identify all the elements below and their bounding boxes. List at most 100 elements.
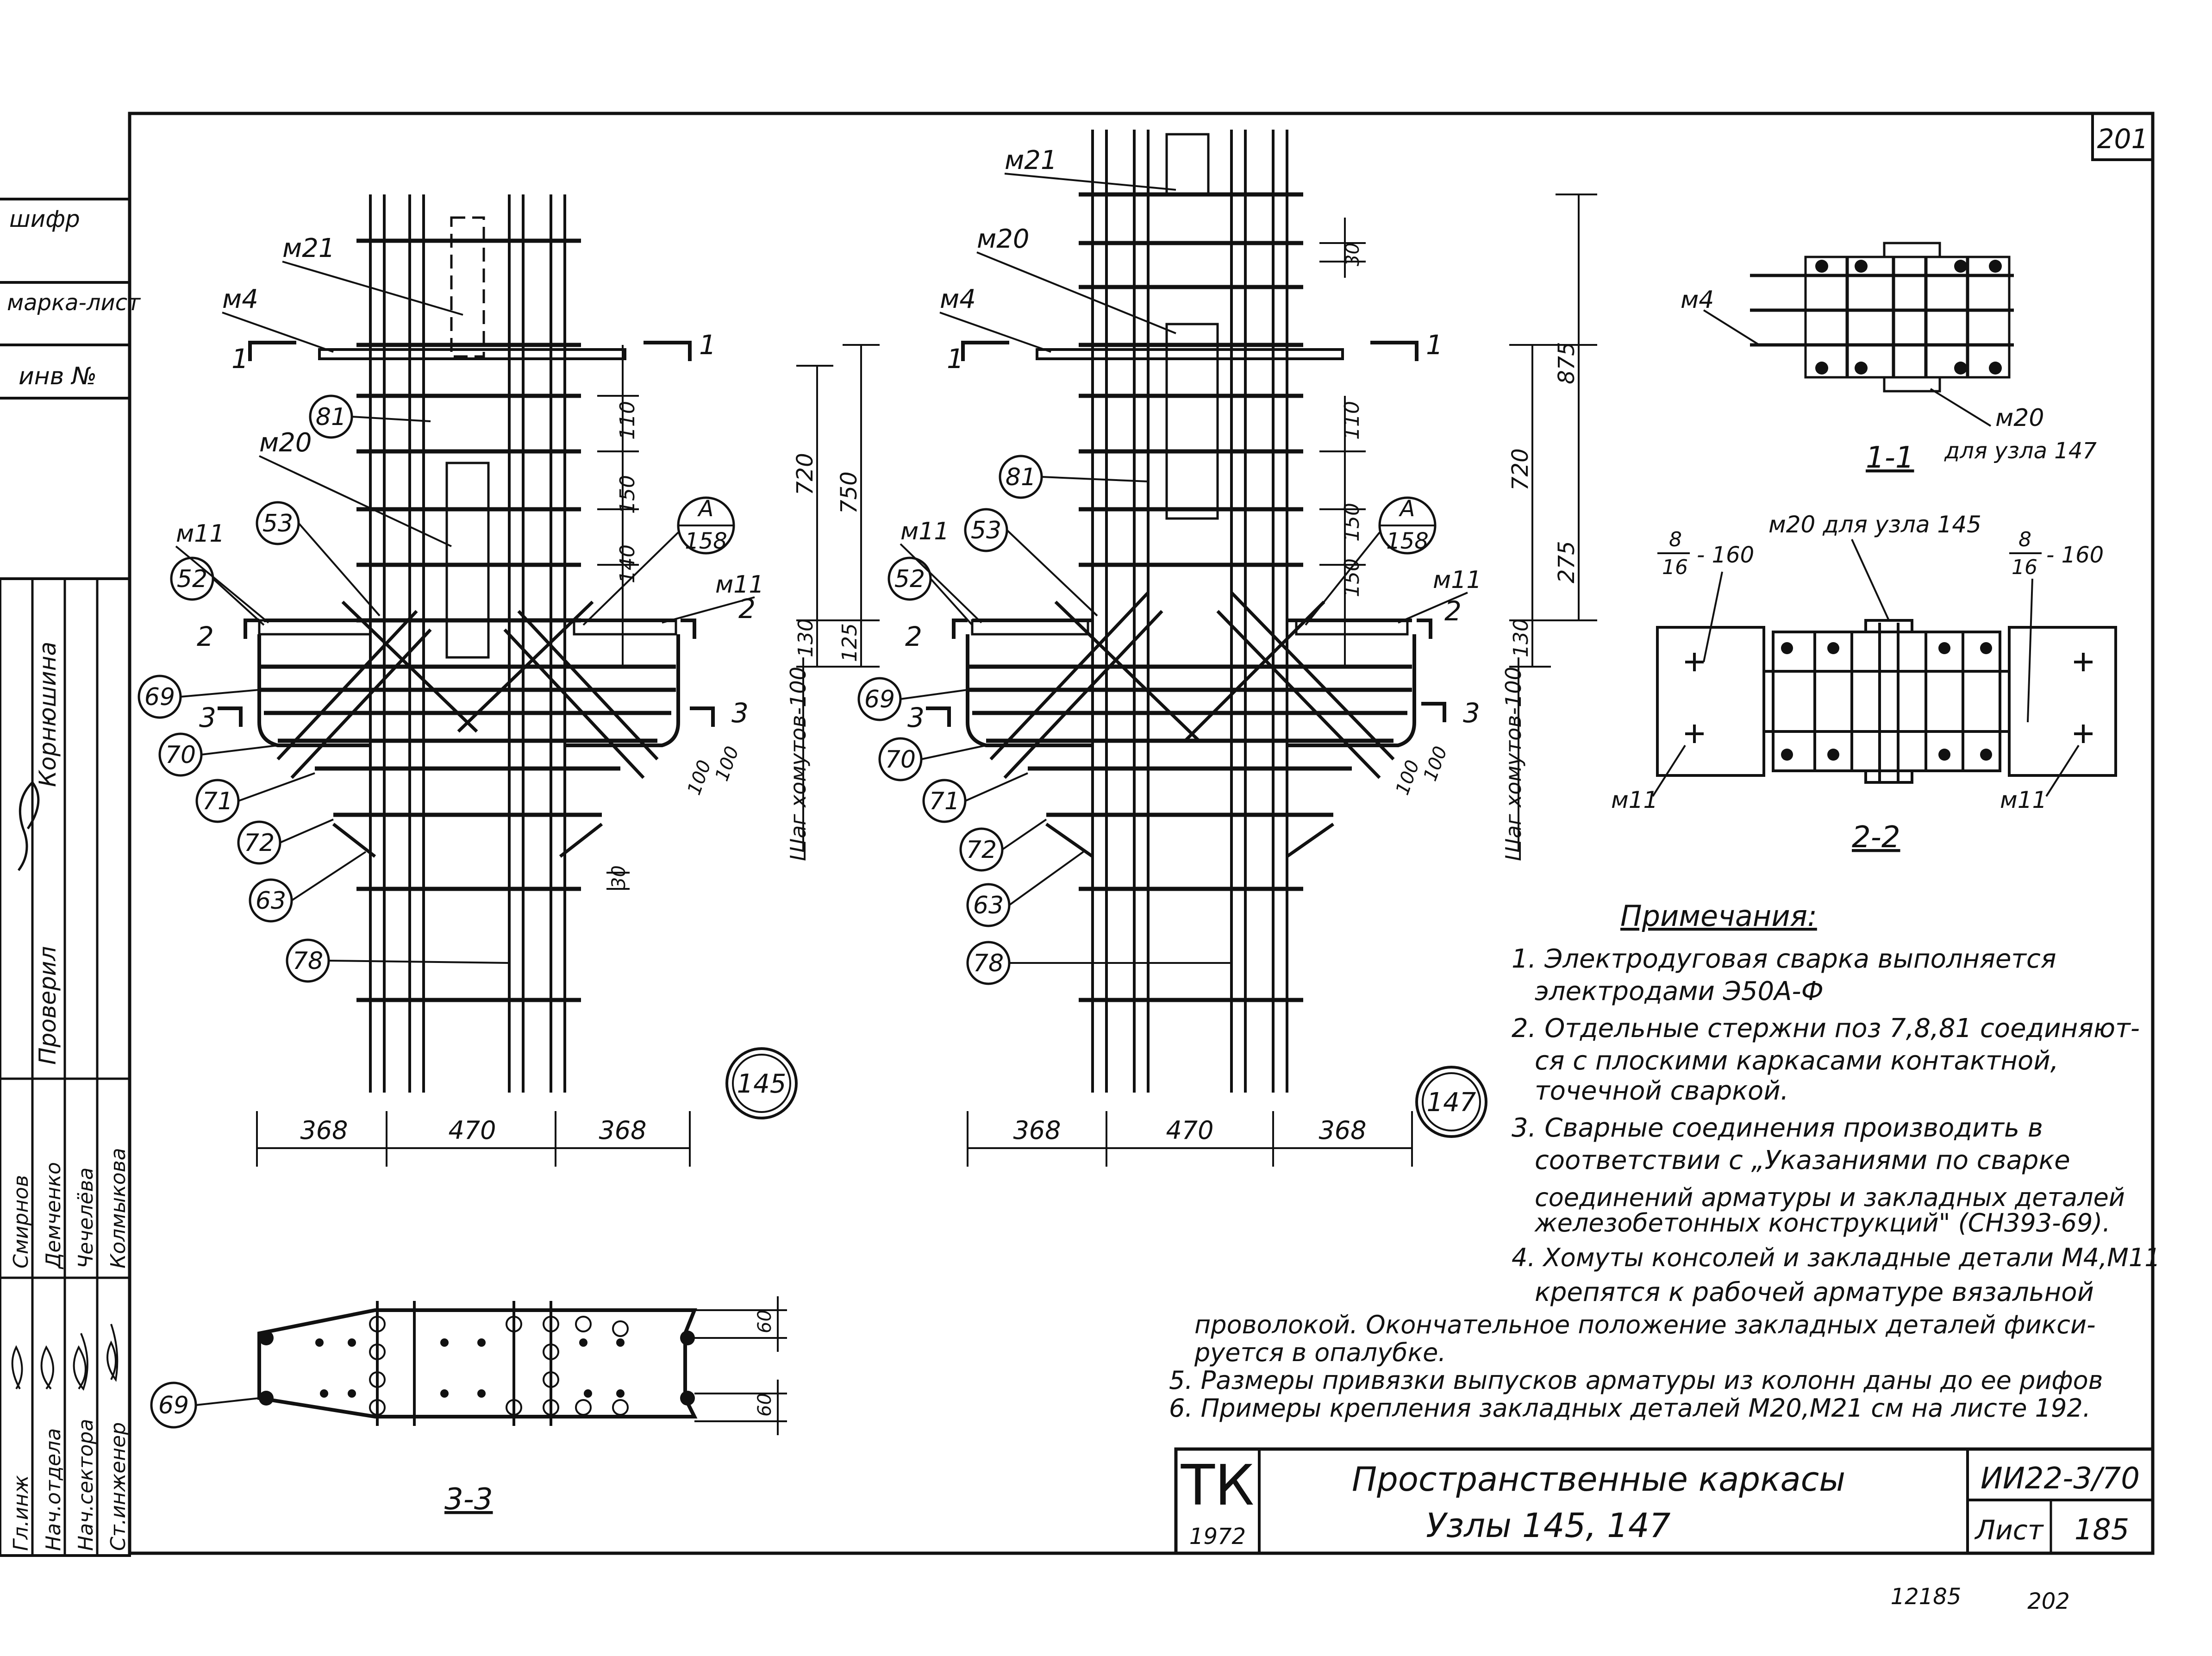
node147-dim-275: 275 [1554, 541, 1580, 583]
node145-number-circle [725, 1047, 798, 1119]
stamp-shifr: шифр [9, 206, 80, 232]
note-line-11: крепятся к рабочей арматуре вязальной [1535, 1277, 2094, 1307]
section-1-1: м4 м20 для узла 147 1-1 [1681, 242, 2097, 475]
node145-embed-m21 [450, 216, 485, 358]
stamp-inv: инв № [19, 362, 97, 390]
sheet-number-top: 201 [2097, 123, 2149, 155]
node145-label-m20: м20 [259, 428, 312, 458]
node147-callout-72: 72 [966, 836, 997, 864]
node147-diagonals [989, 591, 1395, 858]
section-3-3: 60 60 69 3-3 [150, 1296, 787, 1517]
node145-dim-150: 150 [616, 475, 639, 514]
node147-dim-470: 470 [1166, 1116, 1213, 1145]
node145-dim-368-left: 368 [300, 1116, 348, 1145]
node145-label-m4: м4 [222, 284, 258, 314]
node147-callout-78: 78 [973, 950, 1004, 977]
note-line-2: электродами Э50А-Ф [1535, 976, 1824, 1006]
node147-stirrup-note: Шаг хомутов-100 [1501, 667, 1526, 861]
node145-stirrups [259, 238, 676, 1002]
footer-right: 202 [2027, 1588, 2070, 1614]
node145-embed-m20 [445, 462, 490, 659]
section11-title: 1-1 [1866, 441, 1914, 475]
section33-dim-top: 60 [754, 1310, 775, 1333]
section22-left-spec-top: 8 [1669, 528, 1682, 551]
node147-callouts: 81 53 52 69 70 71 72 63 78 [857, 455, 1437, 985]
node145-callout-78: 78 [293, 947, 323, 975]
node147-cut-2-right: 2 [1444, 595, 1462, 627]
node147-embed-m20 [1165, 323, 1219, 520]
stamp-role-2: Нач.сектора [74, 1419, 98, 1551]
stamp-signature-1 [106, 1324, 119, 1382]
note-line-6: 3. Сварные соединения производить в [1512, 1113, 2043, 1143]
section11-label-m4: м4 [1681, 286, 1714, 314]
stamp-signature-checked [17, 781, 40, 871]
section33-title: 3-3 [444, 1482, 493, 1517]
note-line-15: 6. Примеры крепления закладных деталей М… [1169, 1394, 2091, 1423]
section22-right-spec-step: - 160 [2046, 542, 2104, 568]
node145-callout-71: 71 [202, 787, 233, 815]
section33-callout-69: 69 [158, 1392, 189, 1419]
node147-label-m21: м21 [1005, 145, 1057, 175]
stamp-name-3: Демченко [42, 1162, 65, 1269]
note-line-13: руется в опалубке. [1194, 1338, 1446, 1367]
node145-callout-72: 72 [244, 829, 275, 857]
node147-plate-m4 [1036, 348, 1344, 360]
note-line-10: 4. Хомуты консолей и закладные детали М4… [1512, 1243, 2161, 1272]
node145-plate-m4 [318, 348, 626, 360]
node145-number: 145 [737, 1069, 787, 1099]
node147-console-left [966, 619, 1093, 747]
node147-callout-A-sheet: 158 [1386, 528, 1429, 554]
node147-cut-1-right: 1 [1426, 329, 1443, 361]
node145-dim-368-right: 368 [599, 1116, 646, 1145]
sheet-number-box [2091, 112, 2154, 161]
node147-dim-368-left: 368 [1013, 1116, 1061, 1145]
section-2-2: м20 для узла 145 8 16 - 160 8 16 - 160 м… [1611, 511, 2117, 855]
node147-console-right [1287, 619, 1416, 747]
left-stamp: шифр марка-лист инв № Проверил Корнюшина… [0, 198, 141, 1557]
note-line-8: соединений арматуры и закладных деталей [1535, 1183, 2125, 1212]
node147-cut-2-left: 2 [905, 621, 922, 652]
stamp-role-3: Нач.отдела [42, 1428, 65, 1551]
node147-callout-71: 71 [929, 787, 960, 815]
node147-right-dims [1319, 194, 1597, 852]
node147-cut-1-left: 1 [947, 343, 964, 375]
node147-dim-100a: 100 [1392, 757, 1424, 798]
node147-dim-30: 30 [1342, 243, 1363, 266]
section22-title: 2-2 [1852, 820, 1900, 855]
node147-number-circle [1415, 1066, 1487, 1138]
notes-heading: Примечания: [1620, 899, 1817, 933]
section11-label-m20: м20 [1995, 404, 2044, 432]
section22-left-spec-bottom: 16 [1662, 556, 1688, 579]
node147-plate-m11-right [1295, 619, 1409, 636]
node147-dim-720: 720 [1507, 448, 1533, 491]
node147-callout-81: 81 [1006, 463, 1036, 491]
node145-callouts: 81 53 52 69 70 71 72 63 78 [137, 394, 735, 983]
node145-dim-720: 720 [792, 453, 818, 495]
node145-dim-140: 140 [616, 544, 639, 583]
node145-dim-30: 30 [608, 865, 630, 889]
tk-year: 1972 [1189, 1524, 1246, 1550]
node145-plate-m11-right [573, 619, 677, 636]
notes-block: Примечания: 1. Электродуговая сварка вып… [1169, 899, 2161, 1423]
node145-label-m21: м21 [282, 233, 335, 263]
node145-vertical-bars [369, 194, 566, 1093]
tk-logo: ТК [1181, 1454, 1255, 1518]
node145-callout-53: 53 [262, 510, 293, 537]
node147-dim-130: 130 [1509, 619, 1533, 657]
node145-dim-130: 130 [794, 619, 818, 657]
node147-dim-150a: 150 [1340, 503, 1364, 542]
node145-callout-70: 70 [165, 741, 196, 769]
note-line-1: 1. Электродуговая сварка выполняется [1512, 944, 2056, 974]
node147-cut-markers [926, 341, 1446, 727]
stamp-name-4: Смирнов [9, 1175, 33, 1269]
node147-dim-110: 110 [1340, 401, 1364, 440]
stamp-name-1: Колмыкова [106, 1148, 130, 1269]
node147-dim-368-right: 368 [1318, 1116, 1366, 1145]
node145-right-dims [597, 344, 880, 890]
section22-left-spec-step: - 160 [1697, 542, 1754, 568]
node145-console-right [565, 619, 680, 747]
node145-label-m11-right: м11 [715, 571, 764, 599]
node147-label-m20: м20 [977, 224, 1030, 254]
section22-label-m11-left: м11 [1611, 787, 1658, 813]
